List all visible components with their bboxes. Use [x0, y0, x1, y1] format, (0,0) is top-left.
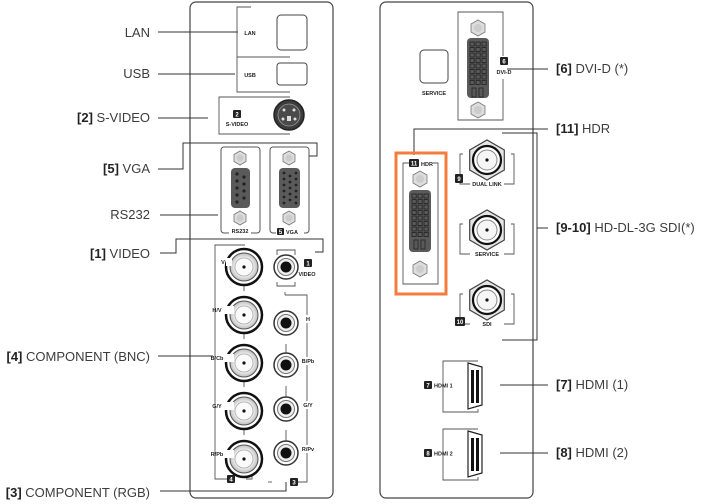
- hdmi-port-icon: [467, 362, 483, 410]
- label-hdmi-2: [8] HDMI (2): [556, 445, 628, 460]
- label-hdmi-1: [7] HDMI (1): [556, 377, 628, 392]
- hdr-port: 11 HDR: [394, 128, 548, 296]
- right-panel: [379, 1, 534, 499]
- hdmi-port-icon: [467, 430, 483, 478]
- svideo-badge: 2: [235, 113, 239, 119]
- hdmi-badge: 8: [426, 452, 430, 458]
- db9-connector-icon: [231, 168, 250, 208]
- sdi-label: SDI: [482, 322, 492, 328]
- rca-label: H: [306, 317, 310, 323]
- rca-connector: R/Pv: [273, 440, 316, 466]
- service-button[interactable]: [419, 49, 449, 84]
- hdmi-connector: 7 HDMI 1: [424, 360, 483, 413]
- hdmi-label: HDMI 1: [434, 384, 453, 390]
- bnc-label: R/Pb: [211, 452, 224, 458]
- bnc-label: B/Cb: [211, 356, 224, 362]
- svideo-port: 2 S-VIDEO: [218, 96, 305, 135]
- hdmi-label: HDMI 2: [434, 452, 453, 458]
- label-svideo: [2] S-VIDEO: [77, 110, 150, 125]
- lan-port: LAN: [236, 6, 308, 58]
- bnc-badge: 4: [229, 478, 233, 484]
- usb-jack-icon: [276, 62, 308, 86]
- sdi-label: DUAL LINK: [472, 182, 502, 188]
- rca-label: R/Pv: [302, 447, 315, 453]
- video-badge: 1: [306, 262, 310, 268]
- sdi-connector: SDI 10: [455, 279, 515, 328]
- usb-text: USB: [244, 73, 256, 79]
- left-labels: LAN USB [2] S-VIDEO [5] VGA RS232 [1] VI…: [6, 25, 151, 500]
- hdmi-badge: 7: [426, 384, 430, 390]
- bnc-connector: G/Y: [212, 391, 264, 431]
- rca-connector: G/Y: [273, 396, 316, 422]
- svideo-text: S-VIDEO: [226, 122, 249, 128]
- service-button-group: SERVICE: [419, 49, 449, 97]
- bnc-connector: B/Cb: [211, 343, 264, 383]
- service-button-text: SERVICE: [422, 91, 446, 97]
- label-video: [1] VIDEO: [90, 246, 150, 261]
- rca-connector: B/Pb: [273, 352, 316, 378]
- rca-connector: H: [273, 310, 316, 336]
- video-text: VIDEO: [298, 272, 316, 278]
- rs232-text: RS232: [232, 229, 249, 235]
- lan-jack-icon: [276, 14, 308, 51]
- vga-badge: 5: [279, 230, 283, 236]
- rca-label: G/Y: [303, 403, 313, 409]
- label-lan: LAN: [125, 25, 150, 40]
- label-sdi: [9-10] HD-DL-3G SDI(*): [556, 220, 695, 235]
- label-usb: USB: [123, 66, 150, 81]
- rca-label: B/Pb: [302, 359, 315, 365]
- hdr-text: HDR: [421, 162, 433, 168]
- dvi-badge: 6: [502, 60, 506, 66]
- bnc-label: G/Y: [212, 404, 222, 410]
- right-labels: [6] DVI-D (*) [11] HDR [9-10] HD-DL-3G S…: [556, 61, 695, 460]
- dvi-d-port: 6 DVI-D: [457, 11, 512, 121]
- usb-port: USB: [236, 57, 308, 93]
- label-dvi-d: [6] DVI-D (*): [556, 61, 628, 76]
- hdmi-connector: 8 HDMI 2: [424, 428, 483, 481]
- sdi-label: SERVICE: [475, 252, 499, 258]
- bnc-label: H/V: [212, 308, 222, 314]
- left-panel: [189, 1, 334, 499]
- vga-text: VGA: [286, 230, 298, 236]
- bnc-connector: R/Pb: [211, 439, 264, 479]
- lan-text: LAN: [244, 31, 255, 37]
- rca-component-group: 3: [268, 292, 308, 487]
- bnc-label: V: [221, 260, 225, 266]
- sdi-connector: DUAL LINK 9: [455, 139, 515, 188]
- bnc-connector: V: [221, 247, 264, 287]
- label-rs232: RS232: [110, 207, 150, 222]
- label-vga: [5] VGA: [103, 161, 150, 176]
- rs232-port: RS232: [220, 146, 261, 235]
- rca-badge: 3: [292, 481, 296, 487]
- label-component-bnc: [4] COMPONENT (BNC): [7, 349, 151, 364]
- vga-port: 5 VGA: [269, 146, 310, 236]
- hdr-badge: 11: [411, 162, 418, 168]
- sdi-badge: 10: [457, 320, 464, 326]
- sdi-connector: SERVICE: [459, 209, 515, 258]
- video-port: 1 VIDEO: [273, 249, 316, 287]
- label-component-rgb: [3] COMPONENT (RGB): [6, 485, 150, 500]
- left-leader-lines: [158, 31, 324, 492]
- sdi-badge: 9: [457, 177, 461, 183]
- hdr-highlight-box: [394, 151, 448, 296]
- bnc-component-group: 4: [214, 244, 253, 484]
- bnc-connector: H/V: [212, 295, 264, 335]
- dvi-text: DVI-D: [497, 70, 512, 76]
- label-hdr: [11] HDR: [556, 121, 610, 136]
